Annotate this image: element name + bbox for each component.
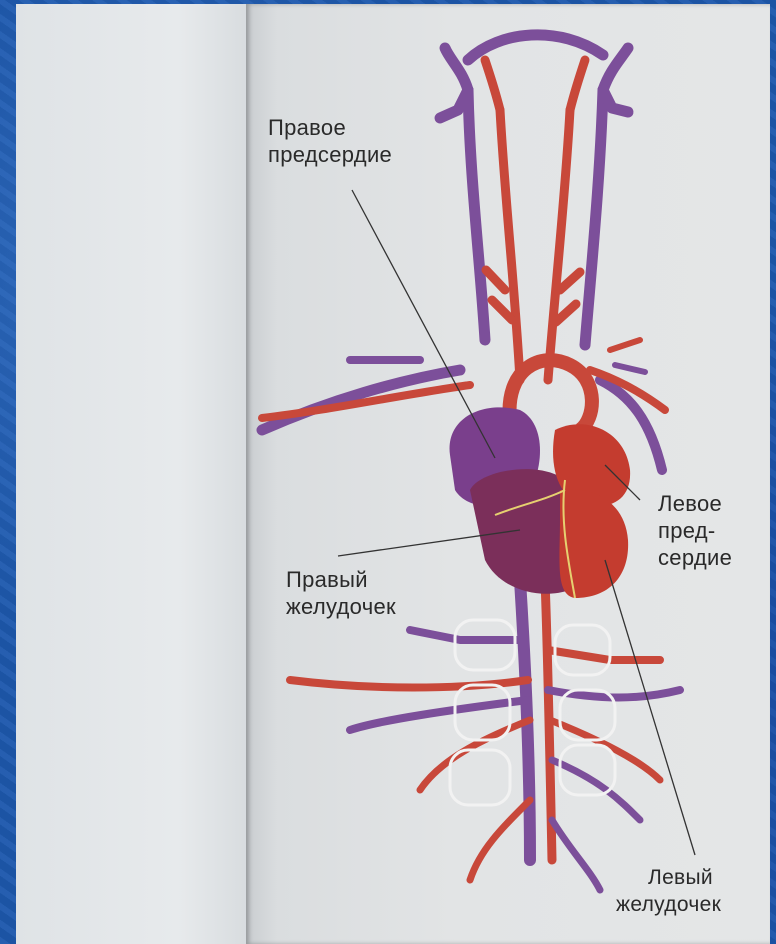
label-left-atrium-line1: Левое xyxy=(658,490,732,517)
head-veins xyxy=(440,35,628,345)
label-right-atrium: Правое предсердие xyxy=(268,114,392,168)
label-left-atrium: Левое пред- сердие xyxy=(658,490,732,571)
left-ventricle-shape xyxy=(559,489,628,598)
label-right-ventricle-line2: желудочек xyxy=(286,593,396,620)
label-left-ventricle: Левый желудочек xyxy=(616,864,721,918)
label-right-ventricle-line1: Правый xyxy=(286,566,396,593)
label-right-atrium-line2: предсердие xyxy=(268,141,392,168)
label-left-atrium-line2: пред- xyxy=(658,517,732,544)
label-left-ventricle-line2: желудочек xyxy=(616,891,721,918)
label-right-atrium-line1: Правое xyxy=(268,114,392,141)
leader-left-ventricle xyxy=(605,560,695,855)
label-left-ventricle-line1: Левый xyxy=(616,864,721,891)
heart xyxy=(450,360,631,598)
head-arteries xyxy=(485,60,585,380)
lower-body-vessels xyxy=(290,580,680,890)
label-right-ventricle: Правый желудочек xyxy=(286,566,396,620)
label-left-atrium-line3: сердие xyxy=(658,544,732,571)
